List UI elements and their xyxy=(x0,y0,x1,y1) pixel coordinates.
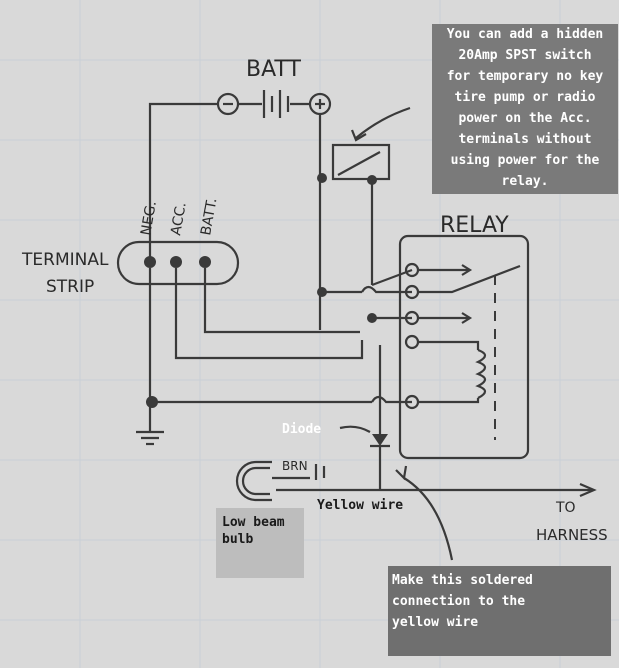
battery-symbol xyxy=(216,90,332,118)
terminal-acc-label: ACC. xyxy=(168,201,190,237)
hidden-switch-symbol xyxy=(317,106,411,285)
note-line: for temporary no key xyxy=(446,69,604,84)
batt-label: BATT xyxy=(246,57,301,82)
note-line: connection to the xyxy=(392,594,526,609)
note-line: relay. xyxy=(501,174,549,189)
note-line: Low beam xyxy=(222,515,285,530)
harness-label: HARNESS xyxy=(536,526,608,544)
note-line: You can add a hidden xyxy=(446,27,604,42)
low-beam-bulb-note: Low beam bulb xyxy=(216,508,304,578)
terminal-strip xyxy=(116,240,240,286)
yellow-wire xyxy=(276,465,597,561)
note-line: power on the Acc. xyxy=(458,111,592,126)
diode-symbol xyxy=(339,402,390,490)
to-label: TO xyxy=(555,500,576,516)
note-line: terminals without xyxy=(458,132,592,147)
hidden-switch-note: You can add a hidden 20Amp SPST switch f… xyxy=(432,24,618,194)
note-line: bulb xyxy=(222,532,254,547)
terminal-batt-label: BATT. xyxy=(198,197,220,237)
brn-label: BRN xyxy=(282,459,308,473)
terminal-wires xyxy=(146,268,413,420)
relay-label: RELAY xyxy=(440,213,509,238)
note-line: tire pump or radio xyxy=(454,90,596,105)
note-line: using power for the xyxy=(450,153,600,168)
note-line: Make this soldered xyxy=(392,573,533,588)
solder-note: Make this soldered connection to the yel… xyxy=(388,566,611,656)
bulb-symbol xyxy=(235,460,326,502)
diode-label: Diode xyxy=(282,422,322,437)
terminal-strip-label-2: STRIP xyxy=(46,277,94,297)
note-line: 20Amp SPST switch xyxy=(458,48,592,63)
yellow-wire-label: Yellow wire xyxy=(317,498,404,513)
ground-symbol xyxy=(136,420,164,446)
note-line: yellow wire xyxy=(392,615,479,630)
relay-symbol xyxy=(398,234,530,460)
terminal-strip-label-1: TERMINAL xyxy=(21,250,109,270)
terminal-neg-label: NEG. xyxy=(138,200,160,237)
